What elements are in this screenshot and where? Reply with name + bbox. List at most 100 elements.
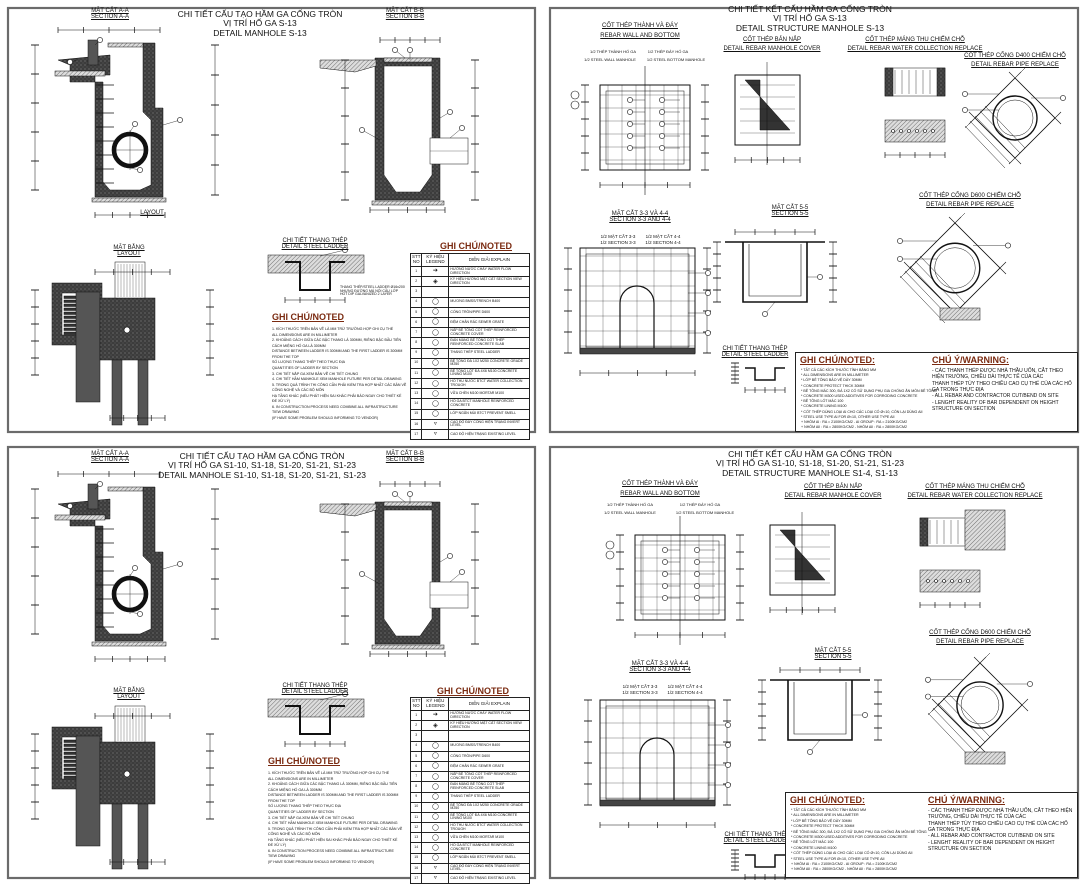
legend-row: 7◯NẮP BÊ TÔNG CỐT THÉP REINFORCED CONCRE…	[409, 327, 531, 339]
title-line: CHI TIẾT CẤU TẠO HẦM GA CỐNG TRÒN	[177, 9, 343, 19]
callout-bubble	[725, 782, 731, 788]
road-slab	[319, 59, 377, 73]
legend-symbol: ◯	[421, 852, 450, 864]
note-line: * TẤT CẢ CÁC KÍCH THƯỚC TÍNH BẰNG MM	[801, 368, 877, 372]
ladder-shape	[745, 367, 785, 381]
note-line: 1. KÍCH THƯỚC TRÊN BẢN VẼ LÀ MM TRỪ TRƯỜ…	[268, 771, 390, 775]
legend-row: 11◯BÊ TÔNG LÓT ĐÁ 4X6 M100 CONCRETE LINI…	[409, 811, 531, 824]
pipe-d600-label: CỐT THÉP CỐNG D600 CHIẾM CHỖ DETAIL REBAR…	[919, 192, 1021, 210]
concrete-lining	[91, 641, 167, 647]
layout-label: LAYOUT	[140, 210, 164, 216]
callout-bubble	[694, 547, 700, 553]
cover-frame	[87, 39, 99, 66]
rebar-dot	[899, 129, 903, 133]
section-marker-icon	[570, 100, 580, 110]
label-en: DETAIL STEEL LADDER	[721, 352, 789, 359]
drain-channel	[75, 291, 101, 403]
label-vn: CỐT THÉP MÁNG THU CHIẾM CHỖ	[865, 37, 965, 43]
notes-heading: GHI CHÚ/NOTED	[272, 312, 344, 322]
legend-no: 14	[409, 398, 423, 410]
leader-line	[162, 119, 181, 126]
label-en: REBAR WALL AND BOTTOM	[600, 32, 680, 39]
rebar	[969, 120, 1011, 164]
callout-bubble	[725, 742, 731, 748]
note-line: 5. TRONG QUÁ TRÌNH THI CÔNG CẦN PHẢI KIỂ…	[272, 382, 407, 393]
section-3-3	[599, 699, 716, 806]
label-vn: CỐT THÉP CỐNG D600 CHIẾM CHỖ	[919, 193, 1021, 199]
label-en: DETAIL REBAR WATER COLLECTION REPLACE	[847, 46, 983, 52]
legend-symbol: ◯	[421, 832, 450, 844]
legend-row: 16▿CAO ĐỘ ĐÁY CỐNG HIỆN TRẠNG INVERT LEV…	[409, 862, 531, 875]
legend-symbol: ◯	[421, 791, 450, 803]
note-line: * LỚP BÊ TÔNG BẢO VỆ DÀY 30MM	[791, 818, 852, 823]
legend-symbol: ◯	[421, 760, 450, 773]
base-slab	[579, 347, 696, 355]
legend-row: 12◯HỐ THU NƯỚC BTCT WATER COLLECTION TRO…	[409, 822, 531, 834]
legend-row: 8◯ĐAN MÁNG BÊ TÔNG CỐT THÉP REINFORCED C…	[409, 337, 531, 349]
label-en: DETAIL REBAR MANHOLE COVER	[723, 46, 821, 52]
legend-no: 3	[409, 286, 423, 298]
callout-bubble	[132, 121, 138, 127]
leader-line	[319, 693, 346, 701]
label-en: DETAIL REBAR PIPE REPLACE	[926, 202, 1014, 208]
callout-bubble	[705, 290, 711, 296]
pipe-opening	[639, 737, 675, 800]
rebar-inner	[793, 682, 847, 735]
legend-explain: CAO ĐỘ ĐÁY CỐNG HIỆN TRẠNG INVERT LEVEL	[448, 862, 531, 875]
label-vn: CỐT THÉP THÀNH VÀ ĐÁY	[602, 23, 678, 29]
label-vn: MẶT CẮT 5-5	[814, 648, 852, 654]
note-line: * CONCRETE M300 USED ADDITIVES FOR CORRO…	[801, 394, 918, 399]
legend-row: 9◯THANG THÉP STEEL LADDER	[409, 791, 531, 803]
warning-heading: CHÚ Ý/WARNING:	[932, 355, 1009, 365]
legend-explain: ĐỆM CHÂN RÁC SEWER GRATE	[448, 316, 531, 329]
rebar	[968, 111, 1022, 165]
callout-bubble	[359, 571, 365, 577]
rebar-dot	[942, 579, 946, 583]
notes-box: GHI CHÚ/NOTED: * TẤT CẢ CÁC KÍCH THƯỚC T…	[795, 352, 1078, 432]
legend-row: 13◯VỮA CHÈN M100 MORTAR M100	[409, 832, 531, 844]
legend-no: 6	[409, 760, 423, 773]
title-line: DETAIL STRUCTURE MANHOLE S1-4, S1-13	[722, 467, 898, 478]
legend-explain: NẮP BÊ TÔNG CỐT THÉP REINFORCED CONCRETE…	[448, 771, 531, 783]
legend-symbol: ◯	[421, 750, 450, 762]
warning-line: THANH THÉP TÙY THEO CHIỀU CAO CỤ THỂ CỦA…	[932, 380, 1072, 393]
sheet-frame	[6, 445, 537, 880]
legend-explain: MƯƠNG BMSS/TRENCH B400	[448, 740, 531, 752]
callout-bubble	[897, 256, 903, 262]
rebar-dot	[891, 129, 895, 133]
warning-line: THANH THÉP TÙY THEO CHIỀU CAO CỤ THỂ CỦA…	[928, 820, 1068, 833]
note-line: 6. IN CONSTRUCTION PROCESS NEED COMBINE …	[268, 848, 394, 859]
legend-symbol: ◯	[421, 316, 450, 329]
note-line: * STEEL USE TYPE AI FOR Ø<10, OTHER USE …	[801, 414, 895, 419]
warning-heading: CHÚ Ý/WARNING:	[928, 795, 1005, 805]
concrete-lining	[91, 197, 167, 203]
pipe-wall	[137, 803, 149, 870]
water-trough-section	[884, 67, 946, 97]
rebar	[973, 698, 1029, 754]
callout-bubble	[392, 491, 398, 497]
half-section-label: 1/2 SECTION 3-3	[622, 690, 658, 695]
col-explain: DIỄN GIẢI EXPLAIN	[448, 697, 531, 711]
notes-list: * TẤT CẢ CÁC KÍCH THƯỚC TÍNH BẰNG MM* AL…	[791, 808, 927, 873]
title-line: VỊ TRÍ HỐ GA S1-10, S1-18, S1-20, S1-21,…	[716, 458, 904, 469]
note-line: QUANTITIES OF LADDER BY SECTION	[272, 365, 338, 370]
legend-symbol	[421, 730, 450, 742]
legend-symbol: ◯	[421, 822, 450, 834]
slab	[54, 514, 106, 521]
label-vn: MẶT CẮT A-A	[91, 451, 129, 457]
warning-line: - LENGHT REALITY OF BAR DEPENDENT ON HEI…	[932, 399, 1059, 412]
label-vn: MẶT CẮT 3-3 VÀ 4-4	[611, 211, 669, 217]
rebar-inner	[748, 244, 802, 297]
section-marker-icon	[570, 90, 580, 100]
warning-line: - ALL REBAR AND CONTRACTOR CUT/BEND ON S…	[928, 833, 1055, 839]
label-en: SECTION 5-5	[771, 211, 809, 218]
label-vn: MẶT CẮT 5-5	[771, 205, 809, 211]
